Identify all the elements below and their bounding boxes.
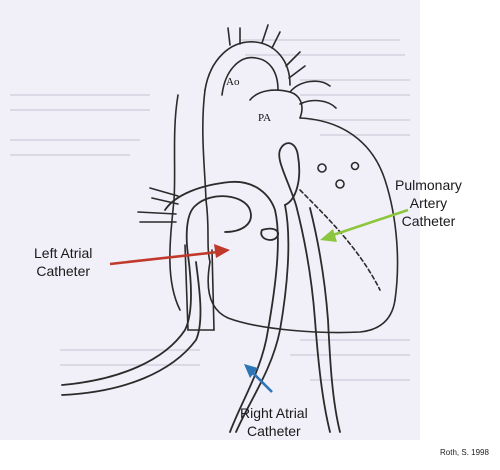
right-atrial-catheter: [164, 181, 279, 433]
aorta: [204, 41, 291, 91]
interventricular-line: [299, 189, 381, 291]
left-atrial-catheter: [61, 195, 252, 386]
arrow-pulmonary: [320, 208, 409, 242]
catheters: [61, 142, 341, 433]
pulmonary-label-line-3: Catheter: [401, 213, 456, 229]
pulmonary-branch: [289, 80, 337, 109]
vessel-stub-1: [149, 187, 179, 205]
inferior-vena-cava: [184, 244, 215, 331]
catheter-tip-loop: [260, 227, 280, 241]
arrow-pulmonary-shaft: [329, 208, 409, 238]
left-atrial-label-line-2: Catheter: [36, 263, 91, 279]
right-atrial-catheter-label: Right Atrial Catheter: [240, 404, 308, 440]
left-atrial-catheter-2: [61, 261, 202, 396]
heart-left-border: [205, 199, 211, 263]
arrow-pulmonary-head: [320, 229, 337, 242]
vein-ostium-3: [350, 161, 360, 171]
scanned-page-background: [0, 0, 420, 440]
svc-inner: [202, 89, 207, 201]
arrow-right-atrial: [244, 364, 273, 393]
pulmonary-artery-catheter: [278, 142, 331, 433]
vein-ostium-2: [335, 179, 345, 189]
left-atrial-label-line-1: Left Atrial: [34, 245, 93, 261]
arrow-left-atrial-head: [214, 244, 230, 258]
pulmonary-label-line-1: Pulmonary: [395, 177, 462, 193]
right-atrial-catheter-2: [235, 204, 290, 433]
vessel-stub-2: [137, 211, 177, 223]
right-atrial-label-line-1: Right Atrial: [240, 405, 308, 421]
arrow-left-atrial-shaft: [109, 250, 219, 266]
arrow-right-atrial-shaft: [251, 371, 273, 393]
pulmonary-artery-catheter-2: [309, 207, 341, 433]
faint-page-text: [10, 39, 410, 381]
vein-ostium-1: [317, 163, 327, 173]
right-atrial-label-line-2: Catheter: [247, 423, 301, 439]
aorta-label: Ao: [226, 76, 240, 88]
left-atrial-catheter-label: Left Atrial Catheter: [34, 244, 92, 280]
aortic-branch-1: [227, 27, 241, 46]
heart-right-border: [299, 117, 399, 301]
aorta-inner: [221, 56, 279, 96]
arrow-right-atrial-head: [244, 364, 258, 378]
arrow-left-atrial: [109, 244, 230, 266]
heart-apex: [207, 261, 396, 334]
pulmonary-artery-catheter-label: Pulmonary Artery Catheter: [395, 176, 462, 230]
pulmonary-label-line-2: Artery: [409, 195, 448, 211]
pulmonary-artery-label: PA: [258, 112, 272, 124]
image-credit: Roth, S. 1998: [440, 448, 489, 457]
aortic-branch-2: [261, 24, 281, 49]
heart-outline: [137, 24, 399, 334]
aortic-branch-3: [285, 51, 306, 79]
